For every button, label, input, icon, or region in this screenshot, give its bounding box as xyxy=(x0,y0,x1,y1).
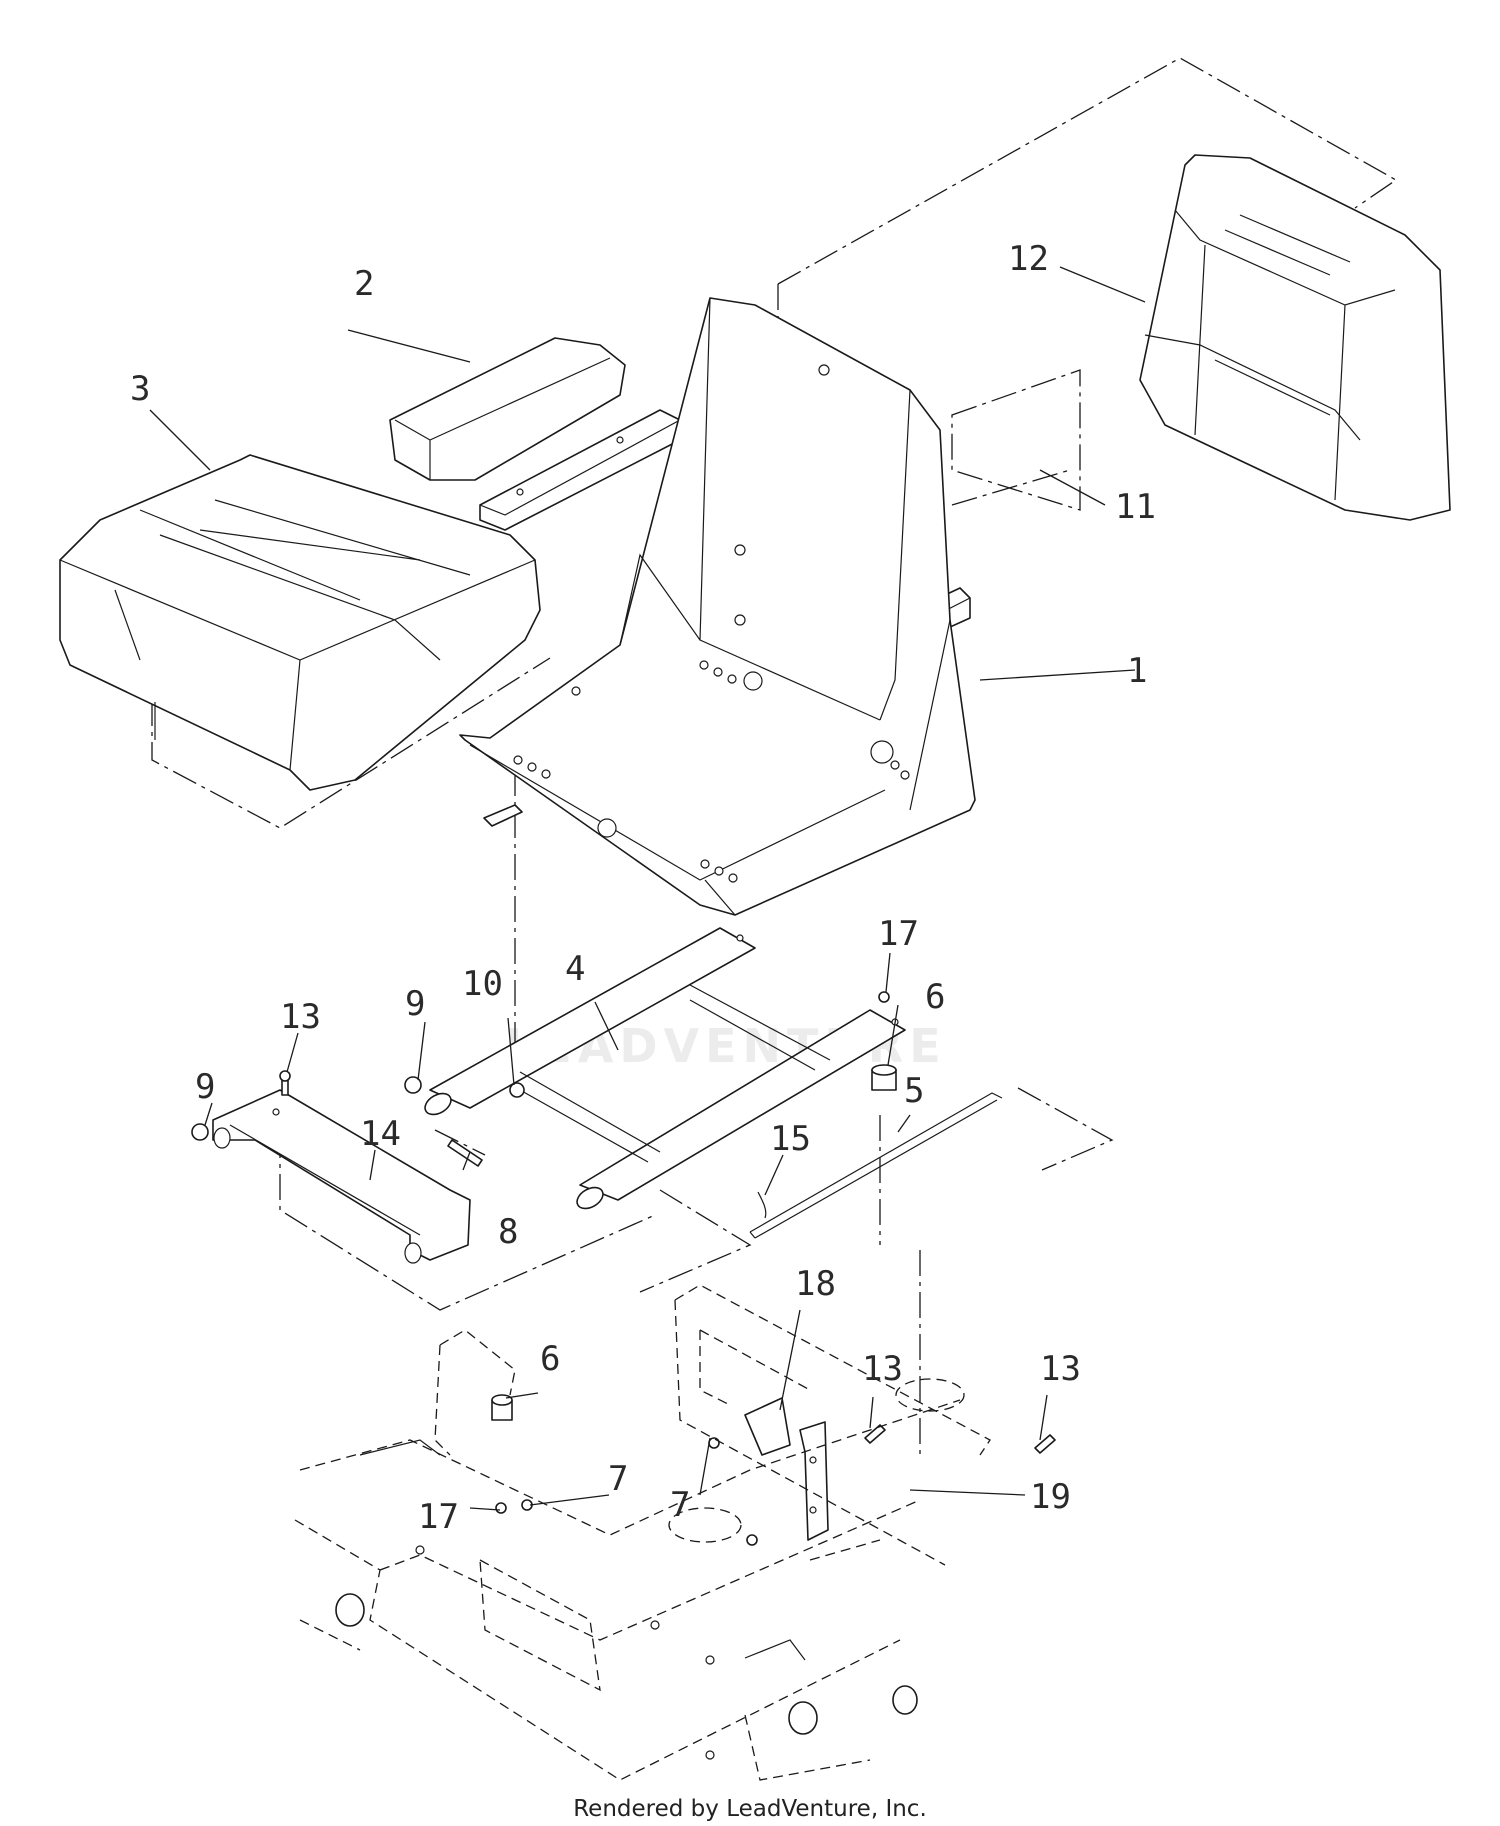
screw-13b xyxy=(864,1424,886,1444)
callout-2: 2 xyxy=(354,264,374,304)
nut-17b xyxy=(495,1502,507,1514)
callout-13a: 13 xyxy=(280,997,321,1037)
assembly-lines xyxy=(151,57,1398,1460)
small-hardware xyxy=(191,991,1056,1546)
callout-4: 4 xyxy=(565,949,585,989)
leader-lines xyxy=(149,266,1146,1511)
callout-numbers: 1 2 3 4 5 6 6 7 7 8 9 9 10 11 12 13 13 1… xyxy=(130,239,1156,1537)
pin-15 xyxy=(757,1191,767,1219)
seat-pan xyxy=(459,297,976,916)
callout-13c: 13 xyxy=(1040,1349,1081,1389)
slide-rail-frame xyxy=(424,927,906,1210)
callout-7a: 7 xyxy=(608,1459,628,1499)
callout-13b: 13 xyxy=(862,1349,903,1389)
callout-19: 19 xyxy=(1030,1477,1071,1517)
callout-6b: 6 xyxy=(540,1339,560,1379)
callout-7b: 7 xyxy=(670,1485,690,1525)
armrest-pad xyxy=(389,337,626,481)
slide-bracket xyxy=(212,1089,471,1264)
callout-8: 8 xyxy=(498,1212,518,1252)
nut-7b xyxy=(708,1437,720,1449)
bolt-8 xyxy=(447,1139,483,1167)
mower-frame xyxy=(294,1284,991,1781)
callout-6a: 6 xyxy=(925,977,945,1017)
nut-17a xyxy=(878,991,890,1003)
seat-cushion xyxy=(59,454,541,791)
callout-10: 10 xyxy=(462,964,503,1004)
callout-15: 15 xyxy=(770,1119,811,1159)
callout-17b: 17 xyxy=(418,1497,459,1537)
callout-5: 5 xyxy=(904,1071,924,1111)
callout-18: 18 xyxy=(795,1264,836,1304)
callout-9a: 9 xyxy=(405,984,425,1024)
nut-9b xyxy=(404,1076,422,1094)
callout-9b: 9 xyxy=(195,1067,215,1107)
callout-3: 3 xyxy=(130,369,150,409)
switch-brackets xyxy=(744,1397,829,1541)
nut-7c xyxy=(746,1534,758,1546)
callout-11: 11 xyxy=(1115,487,1156,527)
nut-9a xyxy=(191,1123,209,1141)
slide-rod xyxy=(749,1092,1003,1239)
callout-12: 12 xyxy=(1008,239,1049,279)
callout-17a: 17 xyxy=(878,914,919,954)
seat-back-cushion xyxy=(1139,154,1451,521)
screw-13c xyxy=(1034,1434,1056,1454)
footer-credit: Rendered by LeadVenture, Inc. xyxy=(573,1796,927,1822)
nut-10 xyxy=(509,1082,525,1098)
callout-14: 14 xyxy=(360,1114,401,1154)
callout-1: 1 xyxy=(1127,651,1147,691)
